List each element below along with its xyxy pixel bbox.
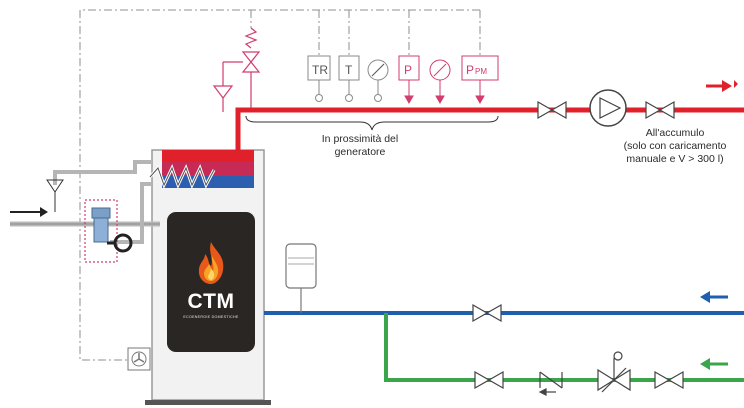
storage-note-line3: manuale e V > 300 l) bbox=[626, 153, 724, 165]
ctm-logo-text: CTM bbox=[187, 290, 235, 313]
safety-valve bbox=[212, 27, 261, 112]
green-circuit bbox=[384, 313, 744, 396]
drain-funnel bbox=[46, 179, 64, 193]
control-line bbox=[79, 9, 481, 361]
fan-icon bbox=[127, 347, 151, 371]
thermostatic-valve bbox=[597, 351, 631, 393]
svg-text:T: T bbox=[345, 63, 353, 77]
ctm-tagline: ECOENERGIE DOMESTICHE bbox=[183, 315, 239, 319]
blue-circuit bbox=[264, 291, 744, 323]
ctm-logo-panel: CTM ECOENERGIE DOMESTICHE bbox=[167, 212, 255, 352]
check-valve bbox=[538, 371, 563, 396]
proximity-bracket bbox=[245, 115, 499, 131]
near-generator-line1: In prossimità del bbox=[321, 133, 399, 145]
near-generator-line2: generatore bbox=[334, 146, 386, 158]
thermostat-t: T bbox=[338, 55, 360, 81]
exchanger-pipe bbox=[53, 160, 152, 244]
hot-water-supply bbox=[235, 80, 744, 160]
expansion-vessel bbox=[285, 243, 317, 313]
gate-valve-hot-1 bbox=[537, 100, 567, 120]
thermal-discharge-valve bbox=[84, 199, 133, 263]
svg-text:TR: TR bbox=[312, 63, 328, 77]
near-generator-label: In prossimità del generatore bbox=[300, 133, 420, 159]
pressure-gauge bbox=[429, 59, 451, 81]
gate-valve-hot-2 bbox=[645, 100, 675, 120]
pressure-switch-pm: P PM bbox=[461, 55, 499, 81]
svg-text:P: P bbox=[404, 63, 412, 77]
flame-icon bbox=[198, 242, 224, 284]
circulation-pump bbox=[589, 89, 627, 127]
pressure-switch-p: P bbox=[398, 55, 420, 81]
svg-text:PM: PM bbox=[475, 67, 487, 76]
storage-note-line1: All'accumulo bbox=[645, 127, 705, 139]
thermostat-tr: TR bbox=[307, 55, 331, 81]
instrument-taps bbox=[315, 80, 382, 102]
storage-note-line2: (solo con caricamento bbox=[623, 140, 727, 152]
storage-note: All'accumulo (solo con caricamento manua… bbox=[612, 127, 738, 166]
thermometer-gauge bbox=[367, 59, 389, 81]
svg-text:P: P bbox=[466, 63, 474, 77]
